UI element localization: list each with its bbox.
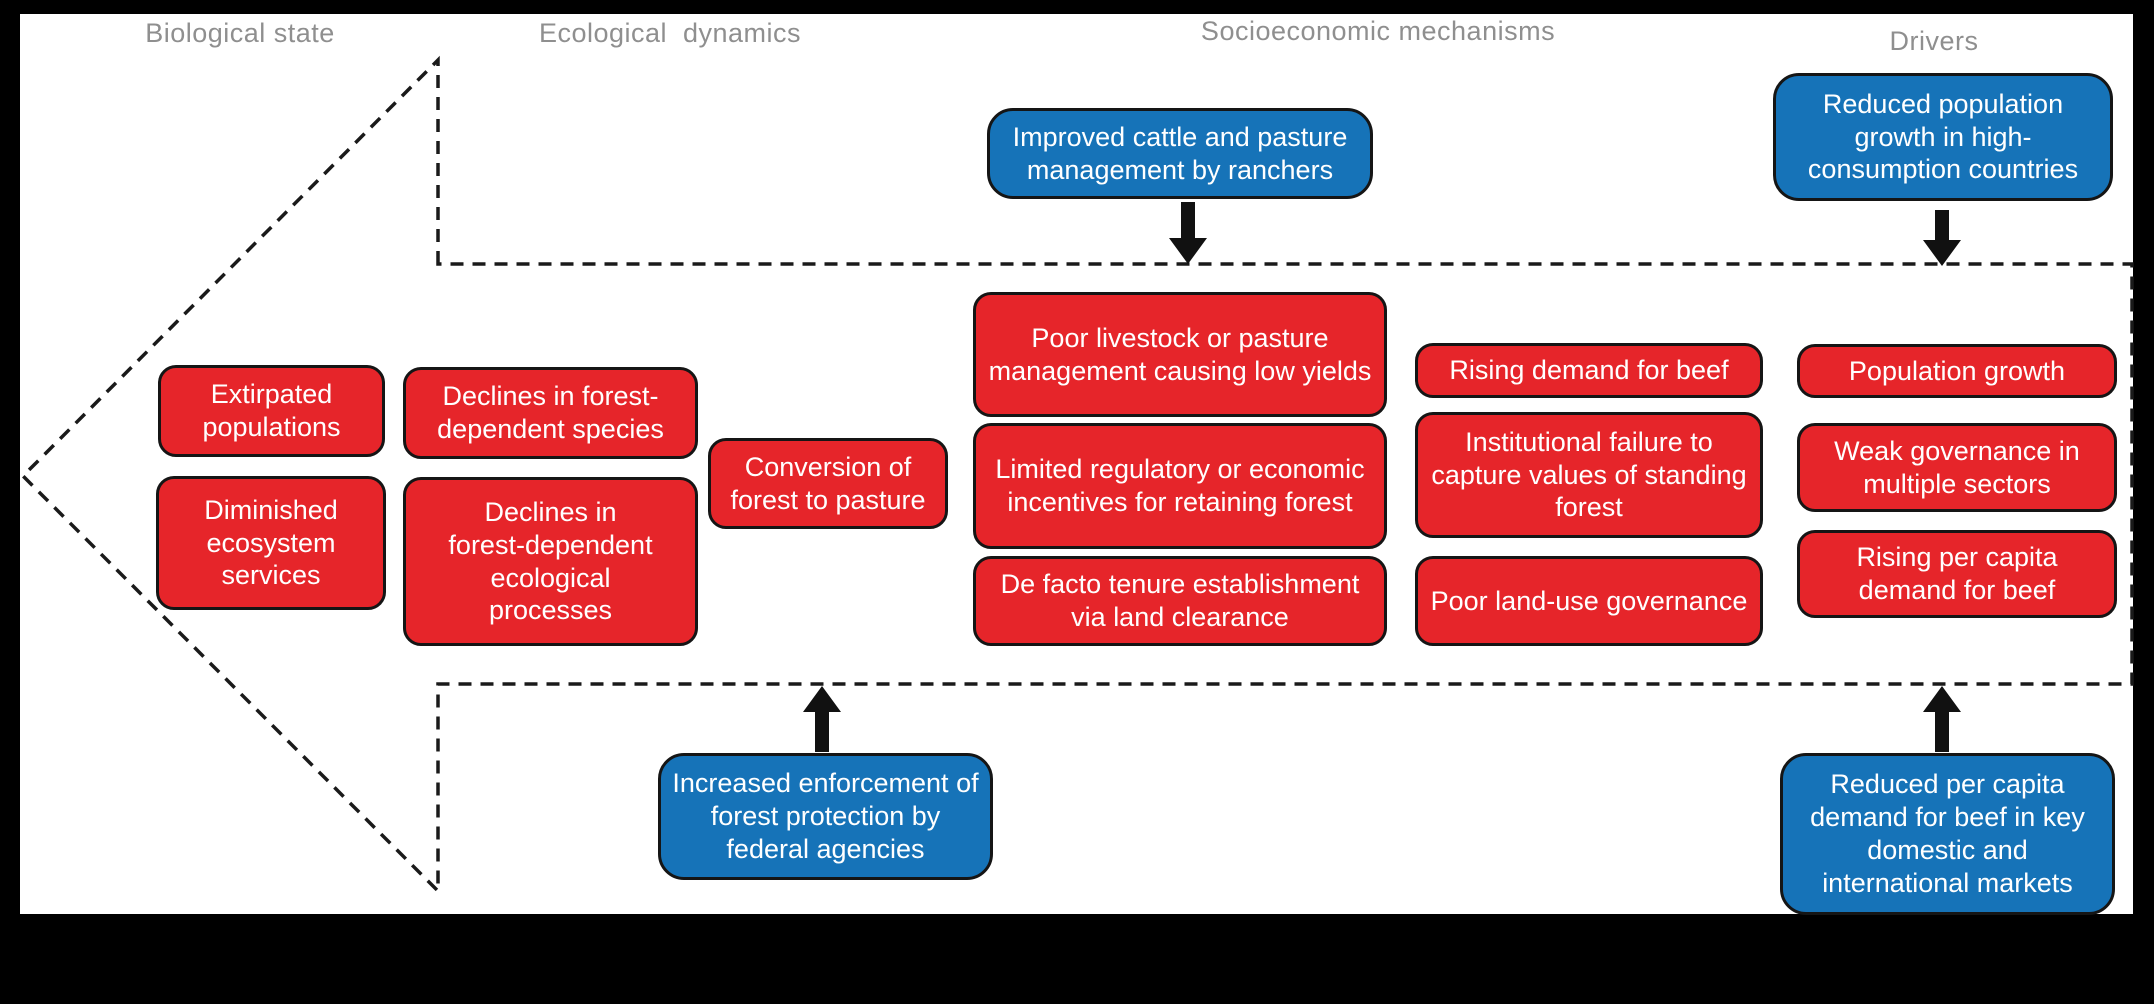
up-arrow-icon <box>1923 686 1961 752</box>
box-label: Rising demand for beef <box>1449 355 1729 386</box>
box-extirpated-populations: Extirpated populations <box>158 365 385 457</box>
box-label: Poor land-use governance <box>1430 585 1748 616</box>
box-label: Extirpated populations <box>202 379 341 442</box>
box-improved-cattle-management: Improved cattle and pasture management b… <box>987 108 1373 199</box>
box-label: Increased enforcement of forest protecti… <box>672 768 979 864</box>
box-reduced-per-capita-demand: Reduced per capita demand for beef in ke… <box>1780 753 2115 915</box>
header-drivers: Drivers <box>1889 26 1979 56</box>
box-label: Improved cattle and pasture management b… <box>1012 121 1348 185</box>
box-label: Limited regulatory or economic incentive… <box>995 454 1365 517</box>
box-declines-forest-dependent-species: Declines in forest-dependent species <box>403 367 698 459</box>
box-population-growth: Population growth <box>1797 344 2117 398</box>
box-conversion-forest-to-pasture: Conversion of forest to pasture <box>708 438 948 529</box>
box-rising-demand-for-beef: Rising demand for beef <box>1415 343 1763 398</box>
box-label: Weak governance in multiple sectors <box>1834 435 2080 499</box>
deforestation-dashed-arrow-icon <box>20 55 2134 896</box>
down-arrow-icon <box>1169 202 1207 264</box>
up-arrow-icon <box>803 686 841 752</box>
box-poor-land-use-governance: Poor land-use governance <box>1415 556 1763 646</box>
down-arrow-icon <box>1923 210 1961 266</box>
box-diminished-ecosystem-services: Diminished ecosystem services <box>156 476 386 610</box>
box-label: Declines in forest-dependent species <box>437 381 664 444</box>
box-label: Rising per capita demand for beef <box>1856 542 2058 605</box>
box-label: Reduced per capita demand for beef in ke… <box>1810 769 2085 898</box>
box-reduced-population-growth: Reduced population growth in high-consum… <box>1773 73 2113 201</box>
header-socioeconomic-mechanisms: Socioeconomic mechanisms <box>1200 16 1556 46</box>
box-label: Diminished ecosystem services <box>204 494 338 591</box>
box-institutional-failure: Institutional failure to capture values … <box>1415 412 1763 538</box>
box-de-facto-tenure: De facto tenure establishment via land c… <box>973 556 1387 646</box>
box-rising-per-capita-demand: Rising per capita demand for beef <box>1797 530 2117 618</box>
box-poor-livestock-management: Poor livestock or pasture management cau… <box>973 292 1387 417</box>
box-declines-ecological-processes: Declines in forest-dependent ecological … <box>403 477 698 646</box>
box-label: Institutional failure to capture values … <box>1431 426 1747 523</box>
box-label: Population growth <box>1848 355 2066 386</box>
box-label: Conversion of forest to pasture <box>730 451 926 515</box>
box-increased-enforcement: Increased enforcement of forest protecti… <box>658 753 993 880</box>
header-ecological-dynamics: Ecological dynamics <box>538 18 802 48</box>
box-weak-governance: Weak governance in multiple sectors <box>1797 423 2117 512</box>
box-label: Declines in forest-dependent ecological … <box>448 496 653 626</box>
header-biological-state: Biological state <box>145 18 335 48</box>
box-label: De facto tenure establishment via land c… <box>1000 569 1360 632</box>
box-limited-regulatory-incentives: Limited regulatory or economic incentive… <box>973 423 1387 549</box>
box-label: Poor livestock or pasture management cau… <box>988 322 1372 386</box>
box-label: Reduced population growth in high-consum… <box>1807 88 2079 185</box>
